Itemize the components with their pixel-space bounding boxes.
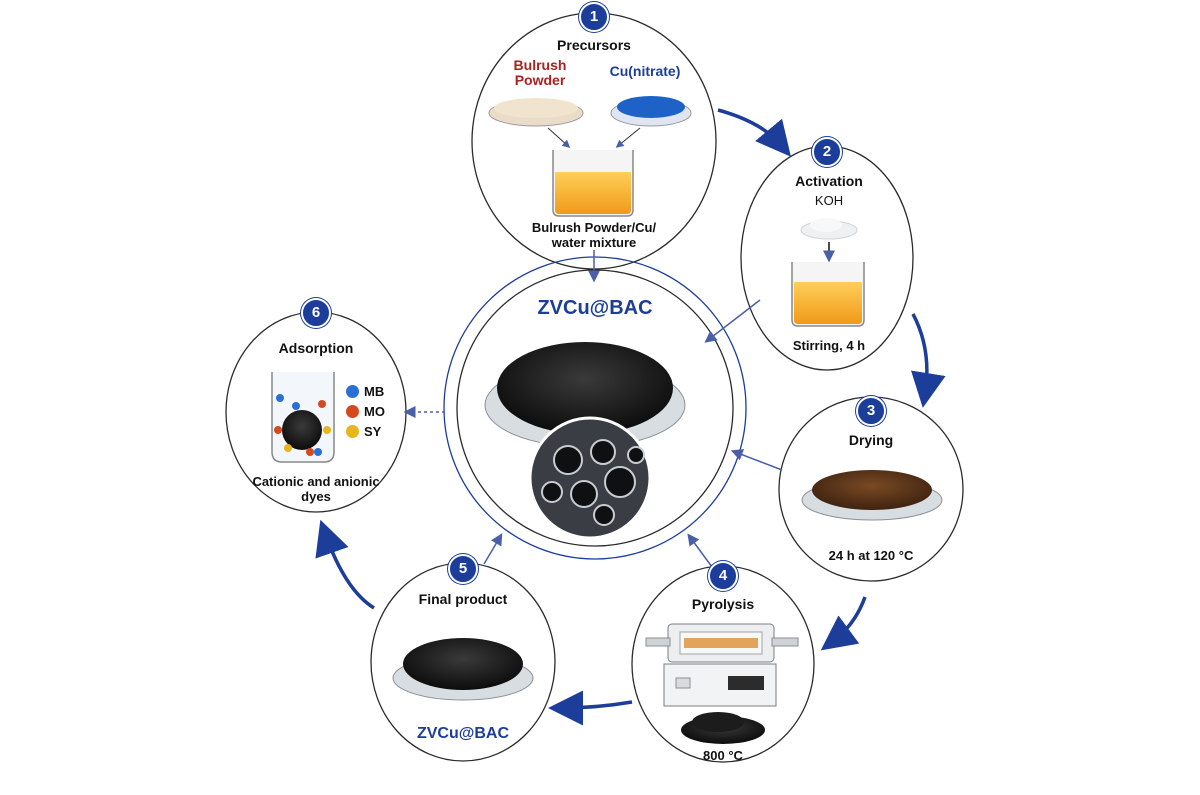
- step-3-badge: 3: [856, 396, 886, 426]
- mb-legend-label: MB: [364, 384, 385, 399]
- step-2-badge: 2: [812, 137, 842, 167]
- step-2-caption: Stirring, 4 h: [792, 338, 866, 353]
- step-6-caption-line2: dyes: [301, 489, 331, 504]
- mb-legend-swatch: [346, 385, 359, 398]
- adsorption-beaker: [271, 372, 335, 463]
- step-5-caption: ZVCu@BAC: [416, 725, 510, 742]
- arrow-3-to-4: [820, 596, 867, 651]
- activation-beaker: [791, 262, 865, 327]
- mo-legend-swatch: [346, 405, 359, 418]
- step-1-title: Precursors: [557, 37, 631, 53]
- center-product-dish: [484, 342, 686, 448]
- powder-label: Powder: [514, 72, 566, 88]
- step-5-badge: 5: [448, 554, 478, 584]
- koh-label: KOH: [814, 193, 844, 208]
- step-1-caption-line1: Bulrush Powder/Cu/: [531, 220, 657, 235]
- step-4-badge: 4: [708, 561, 738, 591]
- cu-nitrate-label: Cu(nitrate): [609, 63, 681, 79]
- arrow-1-to-2: [717, 108, 791, 157]
- center-ring-inner: [456, 269, 734, 547]
- arrow-step3-to-center: [730, 449, 783, 471]
- step-2-title: Activation: [795, 173, 863, 189]
- center-title: ZVCu@BAC: [537, 297, 653, 319]
- step-5-title: Final product: [418, 591, 508, 607]
- step-4-caption: 800 °C: [703, 748, 743, 763]
- bulrush-label: Bulrush: [513, 57, 567, 73]
- step-3-title: Drying: [848, 432, 894, 448]
- sy-legend-label: SY: [364, 424, 382, 439]
- step-1-caption-line2: water mixture: [551, 235, 637, 250]
- tube-furnace: [645, 623, 799, 707]
- arrow-step5-to-center: [483, 533, 503, 565]
- step-3-caption: 24 h at 120 °C: [828, 548, 914, 563]
- sem-micrograph-inset: [528, 416, 652, 540]
- cu-nitrate-dish: [610, 96, 692, 127]
- sy-legend-swatch: [346, 425, 359, 438]
- arrow-step2-to-center: [704, 299, 761, 343]
- bulrush-powder-dish: [488, 98, 584, 127]
- mixture-beaker: [552, 150, 634, 217]
- mo-legend-label: MO: [364, 404, 385, 419]
- arrow-5-to-6: [315, 519, 375, 610]
- final-product-dish: [392, 638, 534, 701]
- step-1-badge: 1: [579, 2, 609, 32]
- arrow-2-to-3: [911, 313, 946, 408]
- dried-powder-dish: [801, 470, 943, 521]
- koh-pile: [800, 218, 858, 240]
- center-ring-outer: [443, 256, 747, 560]
- step-4-title: Pyrolysis: [691, 596, 755, 612]
- step-6-title: Adsorption: [278, 340, 354, 356]
- step-6-caption-line1: Cationic and anionic: [252, 474, 380, 489]
- pyrolysis-char-pile: [681, 712, 765, 744]
- arrow-4-to-5: [548, 690, 633, 726]
- step-6-badge: 6: [301, 298, 331, 328]
- arrow-step4-to-center: [687, 533, 713, 568]
